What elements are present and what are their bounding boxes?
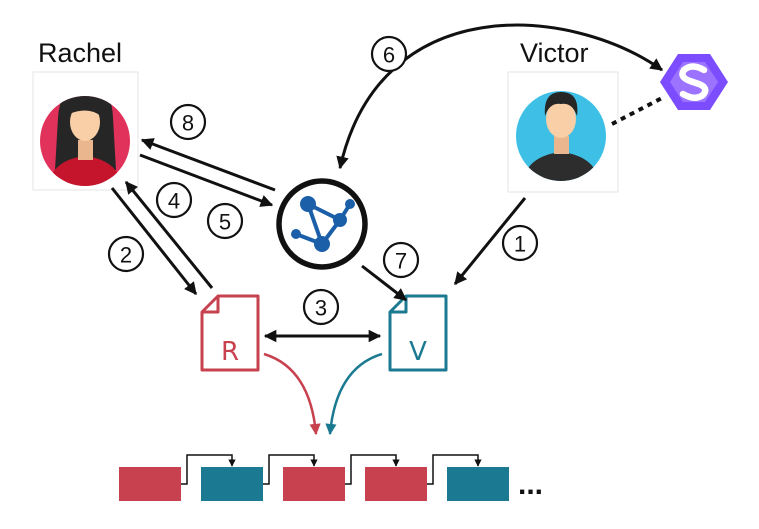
svg-text:7: 7 — [395, 249, 407, 274]
svg-text:8: 8 — [182, 111, 194, 136]
step-6: 6 — [370, 35, 408, 73]
victor-doc-to-chain-arrow — [325, 352, 383, 436]
svg-text:3: 3 — [315, 296, 327, 321]
arrow-7 — [361, 264, 407, 302]
arrow-6 — [336, 23, 664, 170]
chain-block-rachel — [119, 467, 181, 501]
step-labels: 1 2 3 4 5 6 7 8 — [107, 35, 539, 326]
step-8: 8 — [169, 103, 207, 141]
document-icon — [200, 294, 260, 372]
chain-block-rachel — [283, 467, 345, 501]
chain-link-arrow — [181, 454, 236, 485]
chain-block-victor — [447, 467, 509, 501]
victor-document: V — [388, 294, 448, 372]
arrow-8 — [140, 138, 276, 192]
rachel-node: Rachel — [32, 38, 139, 191]
solid-logo-icon — [660, 54, 728, 110]
step-4: 4 — [155, 181, 193, 219]
svg-text:4: 4 — [168, 189, 180, 214]
chain-block-victor — [201, 467, 263, 501]
victor-avatar — [507, 71, 619, 193]
arrow-5 — [139, 153, 274, 207]
chain-link-arrow — [263, 454, 318, 485]
svg-text:6: 6 — [383, 43, 395, 68]
victor-name-label: Victor — [520, 38, 589, 68]
chain-link-arrow — [427, 454, 482, 485]
flow-arrows — [110, 23, 664, 343]
svg-text:2: 2 — [120, 243, 132, 268]
step-7: 7 — [382, 241, 420, 279]
victor-document-letter: V — [409, 337, 427, 367]
block-chain: ... — [119, 454, 543, 501]
arrow-4 — [124, 181, 214, 289]
chain-ellipsis: ... — [518, 468, 543, 501]
rachel-doc-to-chain-arrow — [263, 352, 321, 436]
step-5: 5 — [206, 202, 244, 240]
svg-text:1: 1 — [514, 232, 526, 257]
chain-link-arrow — [345, 454, 400, 485]
step-2: 2 — [107, 235, 145, 273]
rachel-name-label: Rachel — [38, 38, 122, 68]
semantic-web-node-icon — [276, 178, 368, 270]
arrow-2 — [110, 187, 198, 295]
svg-text:5: 5 — [219, 210, 231, 235]
victor-solid-link-dotted — [611, 96, 663, 126]
rachel-document: R — [200, 294, 260, 372]
chain-block-rachel — [365, 467, 427, 501]
rachel-avatar — [32, 71, 139, 191]
document-icon — [388, 294, 448, 372]
victor-node: Victor — [507, 38, 619, 193]
arrow-1 — [453, 197, 527, 285]
rachel-document-letter: R — [221, 337, 239, 367]
step-3: 3 — [302, 288, 340, 326]
step-1: 1 — [501, 224, 539, 262]
